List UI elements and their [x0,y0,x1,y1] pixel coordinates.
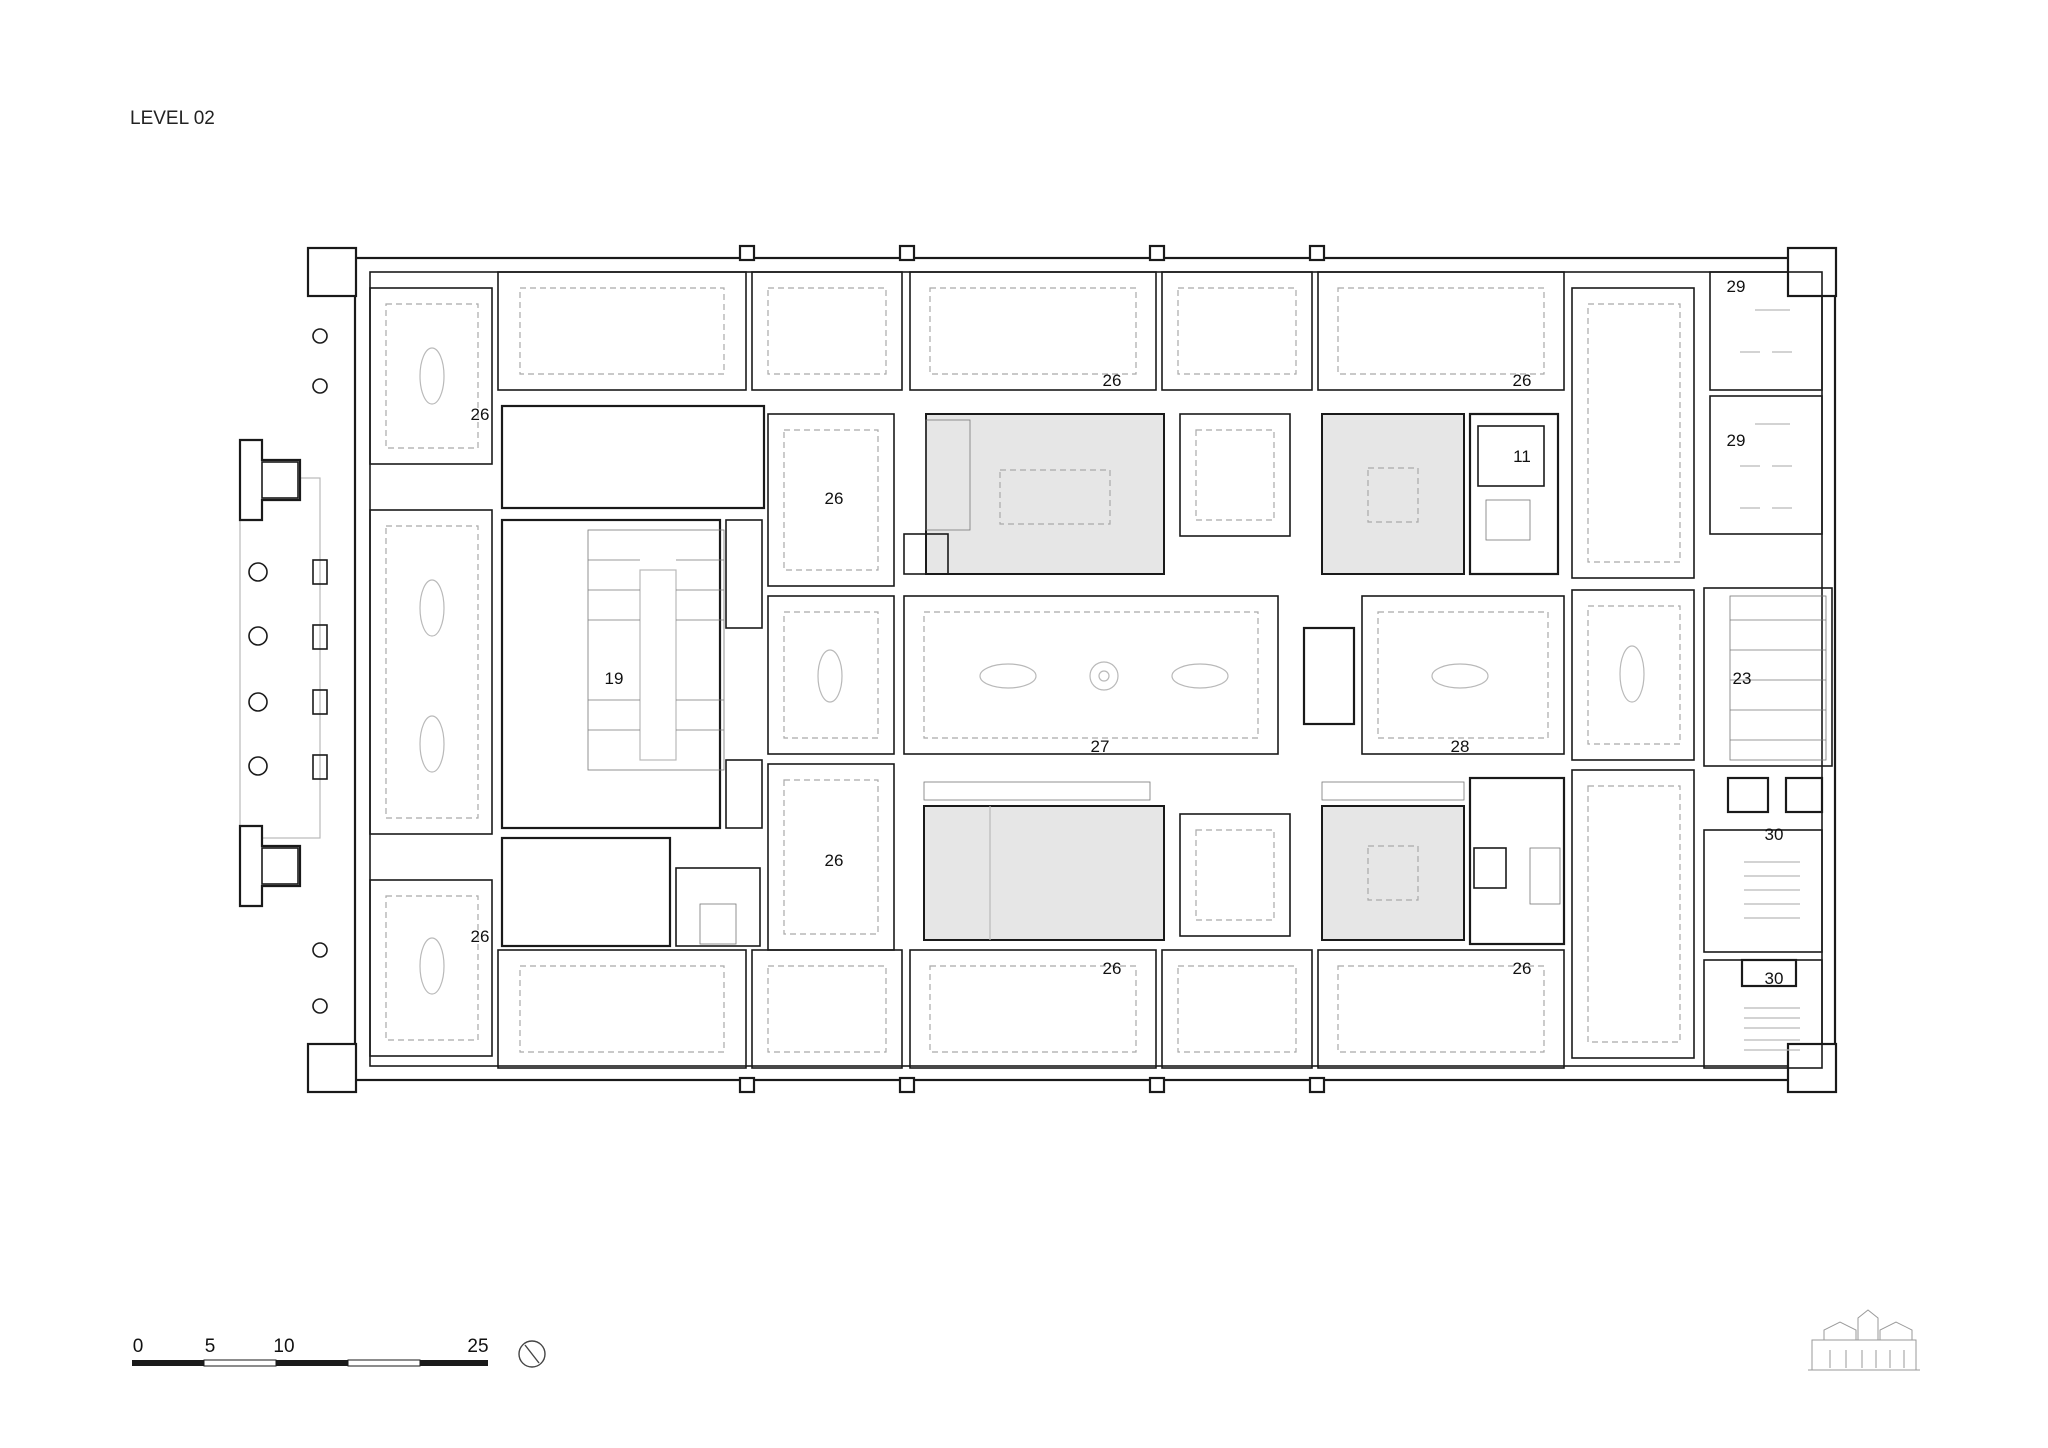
room-label: 26 [1513,959,1532,978]
room-label: 29 [1727,277,1746,296]
scale-bar-segment [132,1360,204,1366]
scale-bar-segment [203,1359,277,1367]
perimeter-galleries [369,271,1695,1069]
scale-label: 0 [133,1336,144,1357]
room-label: 26 [1103,371,1122,390]
building-outline [238,244,1838,1094]
room-label: 11 [1513,447,1531,466]
inner-rooms [500,404,1566,951]
room-label: 27 [1091,737,1110,756]
room-label: 26 [1513,371,1532,390]
scale-bar-segment [347,1359,421,1367]
scale-bar: 0 5 10 25 [132,1336,489,1367]
east-wing [1703,271,1833,1069]
room-label: 26 [471,405,490,424]
room-label: 26 [825,851,844,870]
room-label: 23 [1733,669,1752,688]
scale-bar-segment [276,1360,348,1366]
room-label: 19 [605,669,624,688]
scale-label: 25 [467,1336,488,1357]
scale-label: 10 [273,1336,294,1357]
room-labels: 26 26 26 26 26 26 26 26 19 27 28 11 23 2… [471,277,1784,988]
room-label: 26 [825,489,844,508]
room-label: 30 [1765,825,1784,844]
level-title: LEVEL 02 [130,108,215,129]
room-label: 26 [1103,959,1122,978]
north-arrow-icon [518,1340,546,1368]
scale-label: 5 [205,1336,216,1357]
elevation-key-icon [1808,1309,1920,1371]
room-label: 29 [1727,431,1746,450]
scale-bar-segment [420,1360,488,1366]
room-label: 28 [1451,737,1470,756]
room-label: 30 [1765,969,1784,988]
room-label: 26 [471,927,490,946]
